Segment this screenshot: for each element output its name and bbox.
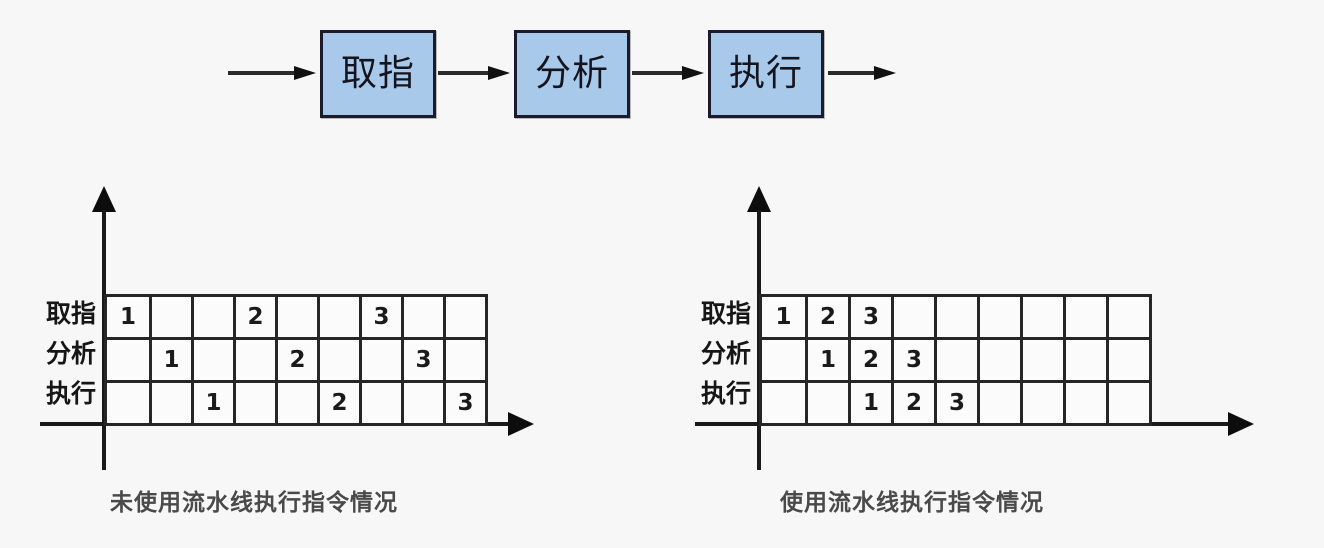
grid-cell [191, 297, 233, 337]
flow-arrow-fetch-to-decode [438, 66, 512, 80]
grid-cell [401, 297, 443, 337]
grid-row-decode: 1 2 3 [762, 337, 1149, 380]
grid-cell [934, 340, 977, 380]
grid-cell [1063, 383, 1106, 423]
grid-row-fetch: 1 2 3 [107, 297, 485, 337]
arrow-head-icon [488, 66, 510, 80]
grid-cell [107, 383, 149, 423]
grid-row-fetch: 1 2 3 [762, 297, 1149, 337]
grid-cell [1106, 297, 1149, 337]
grid-cell [977, 383, 1020, 423]
grid-cell: 3 [443, 383, 485, 423]
x-axis-arrow-head-icon [508, 412, 534, 436]
grid-cell [233, 383, 275, 423]
stage-box-execute[interactable]: 执行 [708, 30, 824, 118]
timing-diagram-non-pipelined: 取指 分析 执行 1 2 3 1 2 3 [0, 0, 620, 548]
grid-cell [401, 383, 443, 423]
grid-cell [233, 340, 275, 380]
row-label-decode: 分析 [45, 339, 96, 368]
grid-cell: 3 [401, 340, 443, 380]
grid-cell: 2 [848, 340, 891, 380]
stage-box-fetch[interactable]: 取指 [320, 30, 436, 118]
grid-cell [359, 340, 401, 380]
grid-cell [1020, 340, 1063, 380]
flow-arrow-decode-to-execute [632, 66, 706, 80]
pipeline-stage-flow: 取指 分析 执行 [0, 0, 1324, 150]
grid-cell: 2 [805, 297, 848, 337]
stage-box-execute-label: 执行 [728, 53, 803, 94]
grid-cell: 2 [275, 340, 317, 380]
grid-cell: 2 [317, 383, 359, 423]
grid-cell [1020, 383, 1063, 423]
row-label-execute: 执行 [700, 379, 751, 408]
row-label-fetch: 取指 [700, 299, 751, 328]
grid-row-execute: 1 2 3 [107, 380, 485, 423]
y-axis-arrow-head-icon [92, 186, 116, 212]
grid-cell: 3 [934, 383, 977, 423]
grid-cell [149, 297, 191, 337]
timing-grid-non-pipelined: 1 2 3 1 2 3 1 2 [104, 294, 488, 426]
grid-cell [317, 340, 359, 380]
grid-cell [891, 297, 934, 337]
grid-cell [149, 383, 191, 423]
grid-cell: 1 [775, 304, 792, 330]
y-axis-arrow-head-icon [747, 186, 771, 212]
grid-cell [934, 297, 977, 337]
grid-cell [275, 297, 317, 337]
grid-cell [977, 340, 1020, 380]
grid-row-decode: 1 2 3 [107, 337, 485, 380]
grid-cell [107, 340, 149, 380]
arrow-shaft [228, 71, 298, 75]
arrow-head-icon [682, 66, 704, 80]
row-label-group: 取指 分析 执行 [655, 294, 751, 414]
grid-cell [1063, 297, 1106, 337]
row-label-fetch: 取指 [45, 299, 96, 328]
grid-cell [1063, 340, 1106, 380]
row-label-decode: 分析 [700, 339, 751, 368]
row-label-execute: 执行 [45, 379, 96, 408]
stage-box-fetch-label: 取指 [340, 53, 415, 94]
flow-arrow-input [228, 66, 318, 80]
grid-cell: 1 [848, 383, 891, 423]
grid-cell [977, 297, 1020, 337]
grid-cell [1020, 297, 1063, 337]
arrow-shaft [632, 71, 686, 75]
arrow-head-icon [294, 66, 316, 80]
grid-cell [1106, 340, 1149, 380]
grid-cell [762, 383, 805, 423]
grid-cell [805, 383, 848, 423]
grid-cell [317, 297, 359, 337]
grid-row-execute: 1 2 3 [762, 380, 1149, 423]
grid-cell: 1 [191, 383, 233, 423]
timing-diagram-pipelined: 取指 分析 执行 1 2 3 1 2 3 [655, 0, 1324, 548]
caption-pipelined: 使用流水线执行指令情况 [780, 490, 1044, 516]
grid-cell: 1 [149, 340, 191, 380]
timing-grid-pipelined: 1 2 3 1 2 3 1 2 3 [759, 294, 1152, 426]
grid-cell [359, 383, 401, 423]
grid-cell: 2 [891, 383, 934, 423]
grid-cell [443, 297, 485, 337]
grid-cell: 1 [805, 340, 848, 380]
grid-cell: 3 [891, 340, 934, 380]
grid-cell [1106, 383, 1149, 423]
grid-cell: 1 [119, 304, 136, 330]
caption-non-pipelined: 未使用流水线执行指令情况 [110, 490, 398, 516]
grid-cell: 3 [359, 297, 401, 337]
arrow-head-icon [874, 66, 896, 80]
stage-box-decode-label: 分析 [534, 53, 609, 94]
grid-cell [191, 340, 233, 380]
arrow-shaft [828, 71, 878, 75]
stage-box-decode[interactable]: 分析 [514, 30, 630, 118]
grid-cell: 3 [848, 297, 891, 337]
flow-arrow-output [828, 66, 898, 80]
grid-cell: 2 [233, 297, 275, 337]
arrow-shaft [438, 71, 492, 75]
x-axis-arrow-head-icon [1228, 412, 1254, 436]
row-label-group: 取指 分析 执行 [0, 294, 96, 414]
grid-cell [443, 340, 485, 380]
grid-cell [275, 383, 317, 423]
grid-cell [762, 340, 805, 380]
